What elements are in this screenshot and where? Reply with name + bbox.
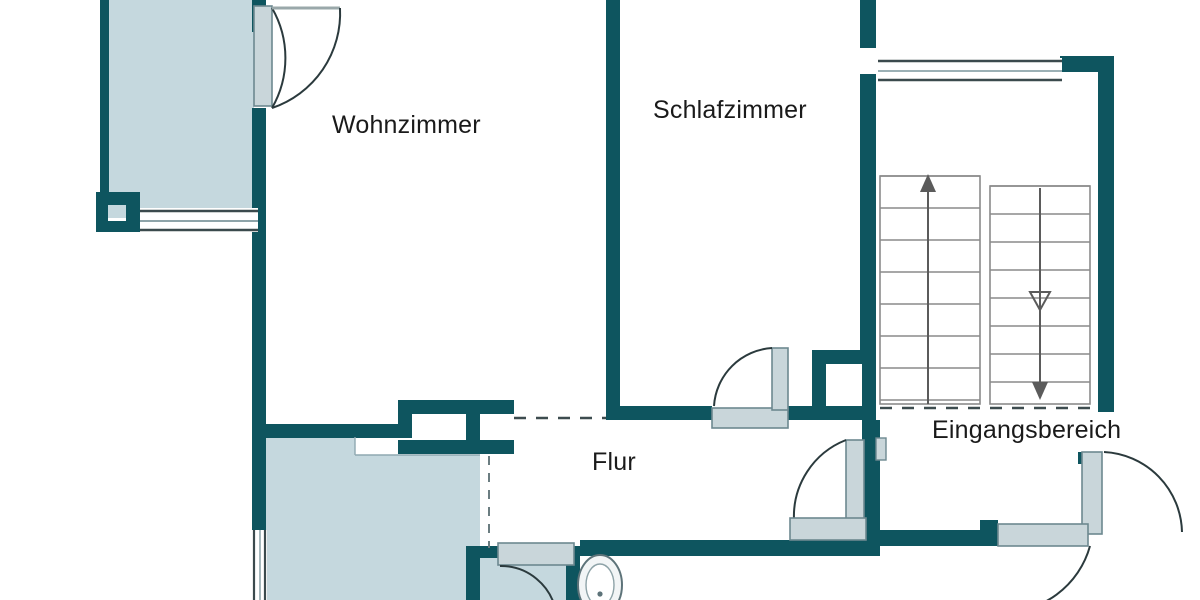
wall-flur-top-left-run: [264, 424, 404, 438]
stair-arrow-up: [920, 174, 936, 404]
wall-flur-bottom-mid: [580, 540, 880, 556]
terrace-lower-left: [264, 435, 480, 530]
wall-stair-right-outer: [1098, 56, 1114, 412]
door-leaf: [997, 523, 1089, 547]
terrace-fills: [104, 0, 580, 600]
wall-eingang-right-stub: [980, 520, 998, 546]
door-swing-arc: [792, 439, 847, 521]
room-label-flur: Flur: [592, 448, 636, 476]
wall-closet-left: [812, 350, 826, 420]
wall-closet-right: [862, 350, 876, 420]
door-swing-arc: [713, 347, 773, 407]
door-swing-arc: [1103, 451, 1183, 533]
wall-niche-top: [398, 400, 508, 414]
door-leaf: [789, 517, 867, 541]
wall-wc-right: [566, 556, 580, 600]
wall-left-outer-upper: [100, 0, 109, 195]
wall-pillar-left: [96, 192, 140, 232]
door-eingang-entry: [1081, 451, 1183, 535]
dashed-opening-lines: [514, 406, 1098, 420]
door-leaf: [711, 407, 789, 429]
wall-schlafzimmer-left: [606, 0, 620, 418]
door-eingang-flur: [792, 439, 865, 523]
room-label-wohnzimmer: Wohnzimmer: [332, 111, 481, 139]
fixtures: [577, 554, 623, 600]
door-leaf: [253, 5, 273, 107]
door-leaf: [1081, 451, 1103, 535]
wall-terrace-right-lower: [252, 108, 266, 220]
door-schlafzimmer-flur: [711, 347, 789, 429]
terrace-lower-left-ext: [264, 530, 480, 600]
wall-closet-bottom: [812, 406, 876, 420]
door-wohnzimmer-terrace: [253, 5, 342, 109]
door-swing-arc: [1046, 545, 1091, 600]
wall-niche-bottom: [398, 440, 480, 454]
door-flur-right: [789, 517, 867, 541]
wall-schlafzimmer-bottom-right: [786, 406, 816, 420]
window-left-lower: [251, 530, 267, 600]
wall-schlafzimmer-right: [860, 0, 876, 48]
wall-stair-top-right-stub: [1060, 56, 1114, 72]
door-swing-arc: [499, 564, 554, 600]
door-leaf: [875, 437, 887, 461]
door-swing-arc: [271, 7, 287, 109]
door-swing-arc-outer: [271, 7, 342, 109]
door-leaf: [497, 542, 575, 566]
wall-closet-top: [812, 350, 876, 364]
door-eingang-lower: [997, 523, 1091, 600]
wall-wohnzimmer-left-lower: [252, 430, 266, 530]
terrace-outlines: [354, 437, 480, 456]
doors: [253, 5, 1183, 600]
wall-flur-bottom-right: [880, 530, 998, 546]
terrace-upper-left: [104, 0, 254, 218]
staircase: [879, 174, 1091, 405]
wall-schlafzimmer-bottom-left: [606, 406, 712, 420]
window-stair-top: [878, 58, 1062, 82]
room-label-schlafzimmer: Schlafzimmer: [653, 96, 807, 124]
stair-flight-down: [989, 185, 1091, 405]
door-leaf-open: [771, 347, 789, 411]
stair-arrow-down: [1028, 188, 1052, 400]
wall-niche-right-edge: [500, 400, 514, 414]
door-wc: [497, 542, 575, 600]
walls: [96, 0, 1114, 600]
wall-wohnzimmer-left: [252, 218, 266, 430]
door-stair-small: [875, 437, 887, 461]
window-terrace-left: [140, 208, 258, 232]
wall-wc-left: [466, 546, 480, 600]
wall-niche-right: [466, 400, 480, 440]
door-leaf: [845, 439, 865, 523]
wall-niche-return: [466, 440, 514, 454]
wall-schlafzimmer-right-lower: [860, 74, 876, 350]
windows: [140, 58, 1062, 600]
toilet-fixture: [577, 554, 623, 600]
stair-flight-up: [879, 174, 981, 405]
room-label-eingangsbereich: Eingangsbereich: [932, 416, 1122, 444]
